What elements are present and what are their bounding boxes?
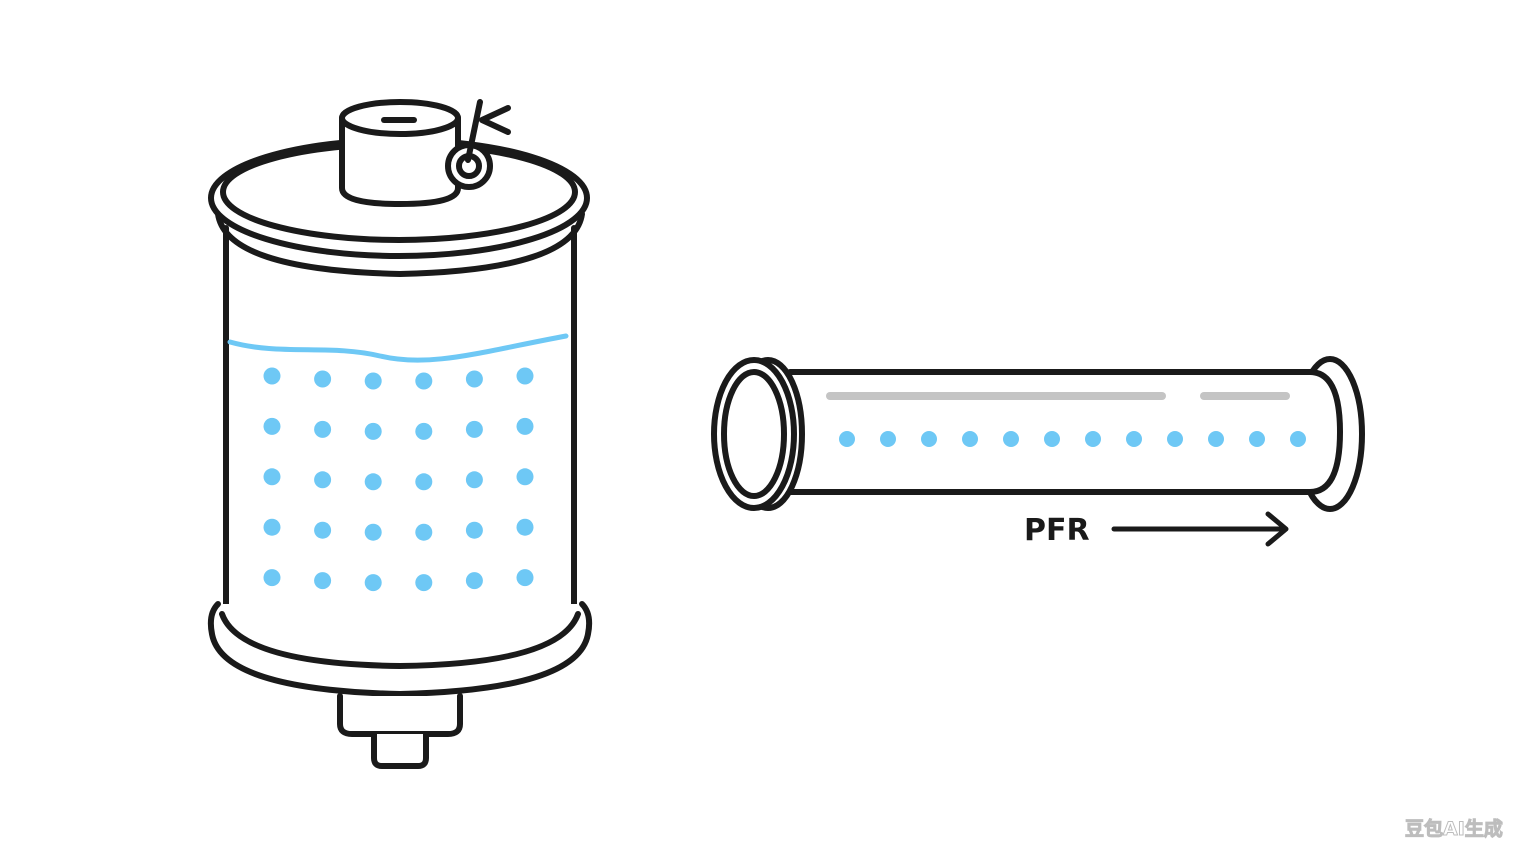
watermark-text: 豆包AI生成 <box>1405 818 1504 841</box>
tank-bottom-rim <box>219 611 581 669</box>
tube-left-opening <box>721 369 787 499</box>
tank-particle <box>465 370 483 388</box>
tank-particle <box>364 372 382 390</box>
tank-particle <box>364 523 382 541</box>
tube-particle <box>962 431 978 447</box>
tube-particle <box>1290 431 1306 447</box>
tube-particles <box>839 431 1306 447</box>
stirred-tank-reactor <box>207 99 593 769</box>
tank-particle <box>263 569 281 587</box>
tank-particle <box>263 417 281 435</box>
tube-particle <box>1085 431 1101 447</box>
tube-particle <box>921 431 937 447</box>
plug-flow-reactor <box>711 356 1365 547</box>
tank-liquid-surface <box>227 333 569 363</box>
tank-particle <box>314 420 332 438</box>
tube-particle <box>839 431 855 447</box>
tube-particle <box>1249 431 1265 447</box>
tube-particle <box>1126 431 1142 447</box>
tank-particle <box>516 367 534 385</box>
tank-body <box>223 225 577 665</box>
tank-particle <box>516 417 534 435</box>
tank-bottom-outlet <box>337 693 463 737</box>
pfr-label: PFR <box>1024 513 1090 548</box>
tank-outlet-nozzle <box>371 731 429 769</box>
tank-particle <box>314 572 332 590</box>
tank-particle <box>263 518 281 536</box>
tank-particle <box>415 574 433 592</box>
tube-particle <box>1003 431 1019 447</box>
tank-lid-edge <box>215 211 585 277</box>
tank-particle <box>465 420 483 438</box>
tube-particle <box>1167 431 1183 447</box>
tank-particle <box>465 471 483 489</box>
tank-bottom-flange <box>207 601 593 697</box>
tank-particle <box>314 471 332 489</box>
tank-particle <box>314 521 332 539</box>
tube-particle <box>1208 431 1224 447</box>
tank-particle <box>516 518 534 536</box>
tank-particle <box>415 372 433 390</box>
tank-top-cap <box>339 115 461 207</box>
tube-particle <box>1044 431 1060 447</box>
tank-particle <box>364 422 382 440</box>
valve-stem <box>465 99 483 163</box>
tank-particle <box>364 473 382 491</box>
valve-pointer <box>479 105 511 135</box>
tank-particle <box>415 523 433 541</box>
tank-particle <box>314 370 332 388</box>
tank-particle <box>364 574 382 592</box>
tube-body <box>787 369 1343 495</box>
tank-particle <box>415 473 433 491</box>
tank-particle <box>516 569 534 587</box>
tank-particle <box>465 572 483 590</box>
flow-arrow-head <box>1265 511 1289 547</box>
tank-particle <box>263 468 281 486</box>
tank-particle <box>415 422 433 440</box>
tube-particle <box>880 431 896 447</box>
tank-particle <box>263 367 281 385</box>
tank-particle <box>516 468 534 486</box>
tank-particle <box>465 521 483 539</box>
